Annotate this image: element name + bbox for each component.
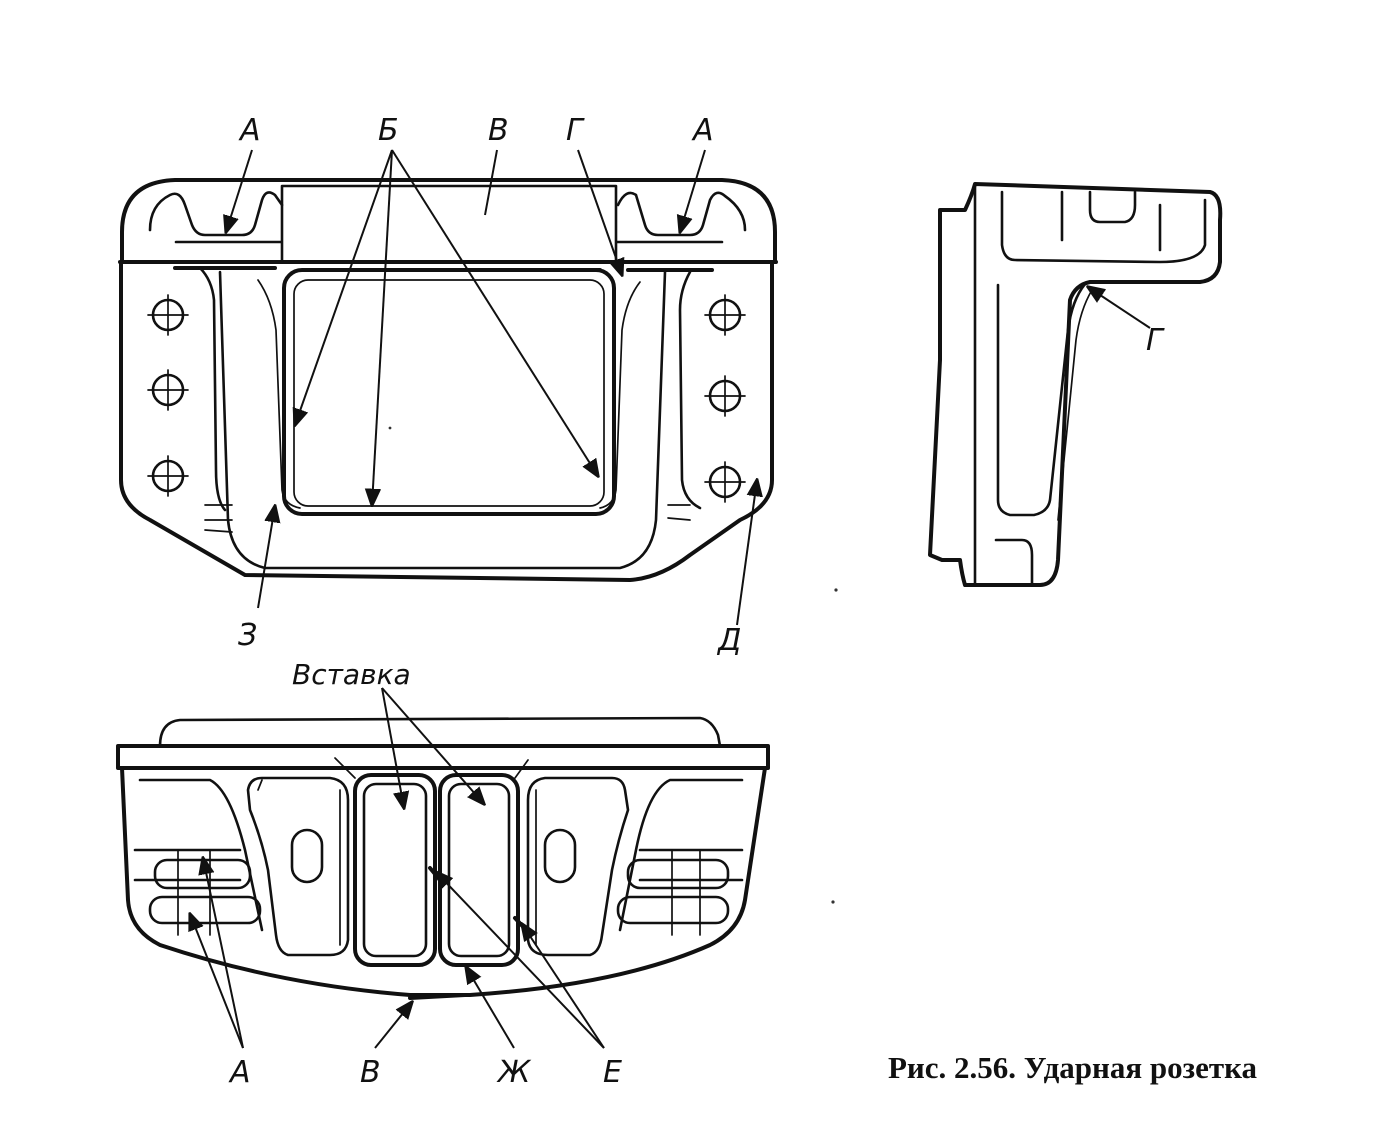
bottom-top-plate xyxy=(158,716,722,748)
front-view-labels: А Б В Г А З Д xyxy=(238,113,741,658)
front-view-drawing xyxy=(118,178,778,582)
label-side-g: Г xyxy=(1146,323,1165,358)
front-bolt-holes-right xyxy=(704,294,746,503)
side-view-leaders xyxy=(1088,287,1151,329)
bottom-central-inserts xyxy=(353,773,520,967)
label-bottom-v: В xyxy=(360,1055,381,1090)
scan-specks xyxy=(388,426,838,904)
label-bottom-e: Е xyxy=(603,1055,622,1090)
side-outer-contour xyxy=(928,182,1223,587)
label-g: Г xyxy=(566,113,585,148)
label-bottom-a: А xyxy=(228,1055,251,1090)
bottom-right-cell xyxy=(526,776,630,957)
figure-caption: Рис. 2.56. Ударная розетка xyxy=(888,1050,1257,1085)
front-right-notch xyxy=(616,191,747,237)
label-a-left: А xyxy=(238,113,261,148)
label-a-right: А xyxy=(691,113,714,148)
front-outer-contour xyxy=(118,178,778,582)
label-v: В xyxy=(488,113,509,148)
label-d: Д xyxy=(716,623,741,658)
bottom-view-labels: Вставка А В Ж Е xyxy=(228,658,622,1090)
bottom-body-contour xyxy=(120,766,767,997)
front-bolt-holes-left xyxy=(147,294,189,497)
front-u-frame xyxy=(218,270,667,570)
front-view-leaders xyxy=(226,149,757,626)
label-b: Б xyxy=(378,113,399,148)
label-z: З xyxy=(238,618,257,653)
label-bottom-zh: Ж xyxy=(496,1055,532,1090)
bottom-view-drawing xyxy=(116,716,770,1000)
bottom-view-leaders xyxy=(190,687,605,1049)
label-insert: Вставка xyxy=(292,658,411,691)
side-view-drawing xyxy=(928,182,1223,587)
bottom-left-cell xyxy=(246,776,350,957)
front-left-notch xyxy=(148,191,284,237)
front-central-window xyxy=(282,268,616,516)
